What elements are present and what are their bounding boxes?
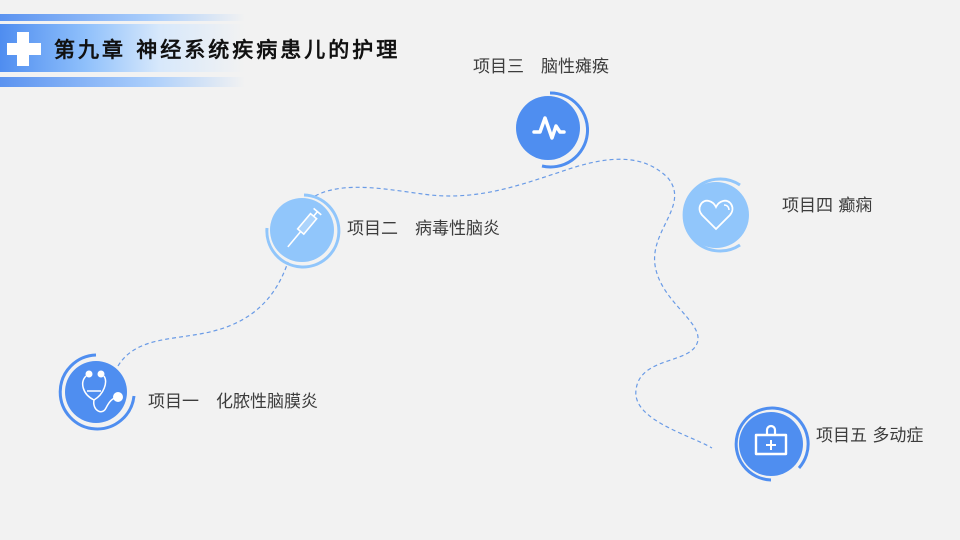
item-1[interactable]	[56, 352, 136, 432]
header-stripe-bottom	[0, 77, 245, 87]
item-1-label: 项目一 化脓性脑膜炎	[148, 392, 318, 412]
item-3[interactable]	[510, 90, 590, 170]
item-2[interactable]	[264, 192, 342, 270]
item-2-label: 项目二 病毒性脑炎	[347, 219, 500, 239]
stethoscope-icon	[58, 353, 136, 431]
page-title: 第九章 神经系统疾病患儿的护理	[54, 37, 401, 62]
item-3-label: 项目三 脑性瘫痪	[473, 57, 609, 77]
pulse-icon	[516, 91, 589, 169]
medical-kit-icon	[734, 406, 810, 482]
item-4[interactable]	[676, 175, 756, 255]
item-4-label: 项目四 癫痫	[782, 196, 873, 216]
heart-icon	[682, 177, 749, 253]
syringe-icon	[265, 193, 341, 269]
header-stripe-top	[0, 14, 245, 21]
item-5-label: 项目五 多动症	[816, 426, 924, 446]
item-5[interactable]	[731, 404, 811, 484]
